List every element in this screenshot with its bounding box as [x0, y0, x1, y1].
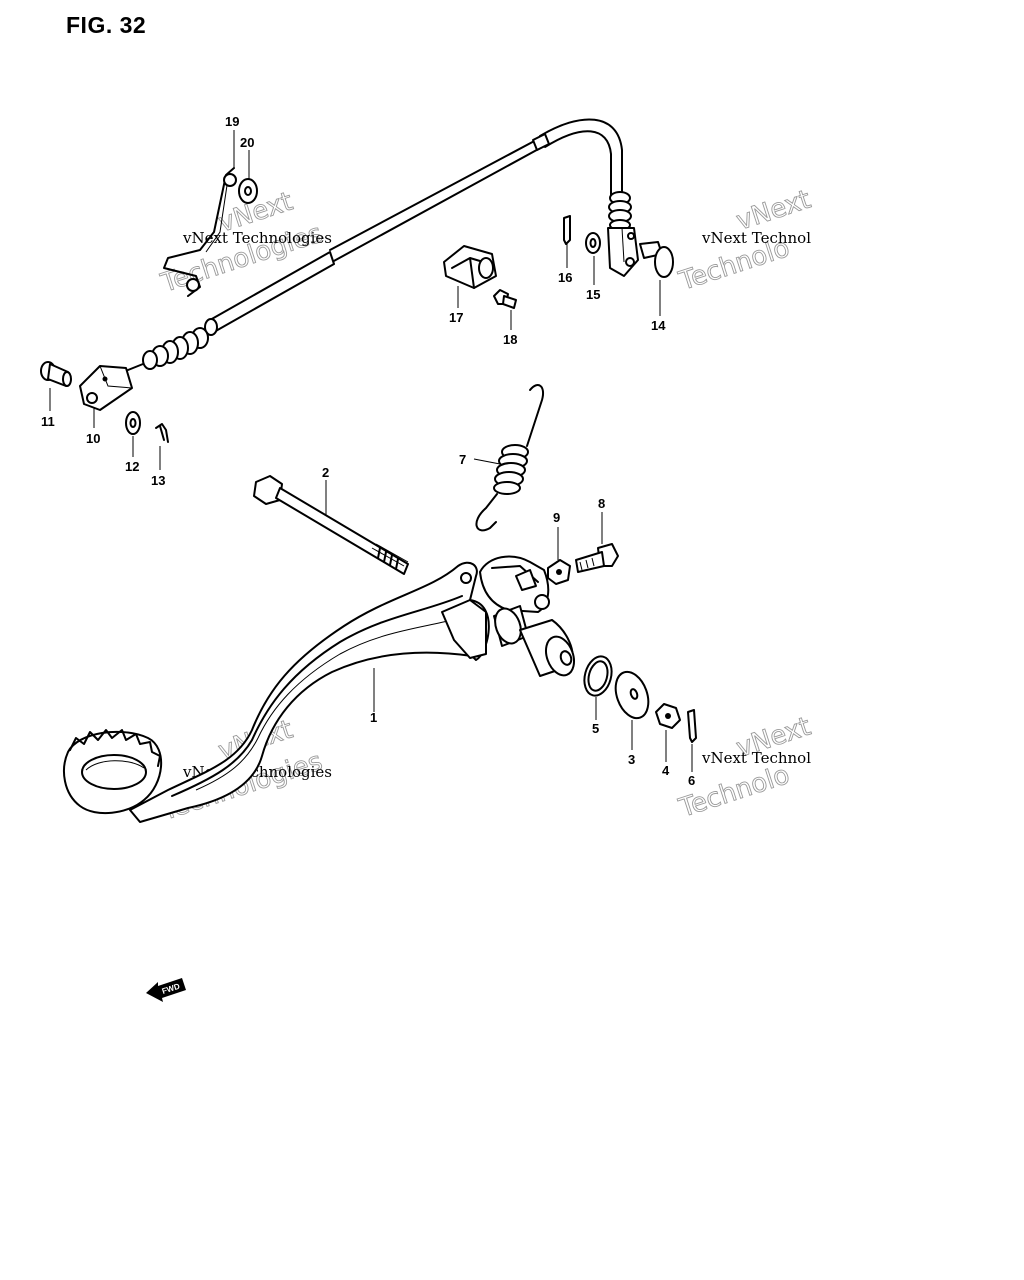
callout-11: 11 [41, 414, 55, 429]
watermark-top-right: vNext Technolo vNext Technol [674, 184, 814, 297]
part-9-nut [547, 527, 571, 585]
watermark-top-left: vNext Technologies vNext Technologies [156, 186, 332, 299]
callout-16: 16 [558, 270, 572, 285]
part-16-cotter-pin [563, 215, 571, 268]
callout-8: 8 [598, 496, 605, 511]
callout-3: 3 [628, 752, 635, 767]
callout-17: 17 [449, 310, 463, 325]
callout-14: 14 [651, 318, 666, 333]
callout-labels: 1 2 3 4 5 6 7 8 9 10 11 12 13 14 15 16 1… [41, 114, 695, 788]
callout-20: 20 [240, 135, 254, 150]
callout-12: 12 [125, 459, 139, 474]
callout-9: 9 [553, 510, 560, 525]
brake-pedal-pivot [441, 555, 576, 677]
part-3-washer [614, 670, 650, 750]
callout-1: 1 [370, 710, 377, 725]
callout-15: 15 [586, 287, 600, 302]
watermark-logo-tech: Technolo [675, 760, 793, 824]
callout-6: 6 [688, 773, 695, 788]
part-17-cable-guide [443, 245, 497, 308]
watermark-text: vNext Technol [701, 749, 811, 767]
brake-cable [127, 118, 632, 371]
part-1-brake-pedal [63, 555, 576, 823]
part-2-pivot-bolt [253, 475, 409, 575]
brake-pedal-footpad [63, 729, 162, 815]
part-14-clevis-pin-right [639, 241, 674, 316]
part-8-bolt [575, 512, 619, 573]
fwd-direction-marker: FWD [146, 978, 186, 1002]
callout-5: 5 [592, 721, 599, 736]
part-6-cotter-pin [687, 709, 697, 772]
fwd-arrow-icon [146, 978, 186, 1002]
part-20-washer [238, 150, 258, 204]
callout-13: 13 [151, 473, 165, 488]
callout-2: 2 [322, 465, 329, 480]
callout-19: 19 [225, 114, 239, 129]
cable-boot-right [608, 191, 632, 231]
part-15-washer [585, 232, 601, 285]
part-5-o-ring [583, 655, 613, 720]
part-11-clevis-pin-left [40, 361, 72, 411]
part-18-bolt [493, 289, 517, 330]
part-4-castle-nut [655, 703, 681, 762]
part-10-cable-clevis-left [79, 365, 133, 428]
part-13-cotter-pin [155, 423, 169, 470]
callout-7: 7 [459, 452, 466, 467]
callout-10: 10 [86, 431, 100, 446]
cable-boot-left [142, 327, 209, 370]
callout-4: 4 [662, 763, 670, 778]
figure-title: FIG. 32 [66, 12, 146, 38]
part-19-wire-clip [163, 130, 237, 297]
part-12-washer [125, 411, 141, 457]
cable-clevis-right [607, 227, 639, 277]
callout-18: 18 [503, 332, 517, 347]
watermark-text: vNext Technol [701, 229, 811, 247]
part-7-return-spring [473, 384, 544, 532]
